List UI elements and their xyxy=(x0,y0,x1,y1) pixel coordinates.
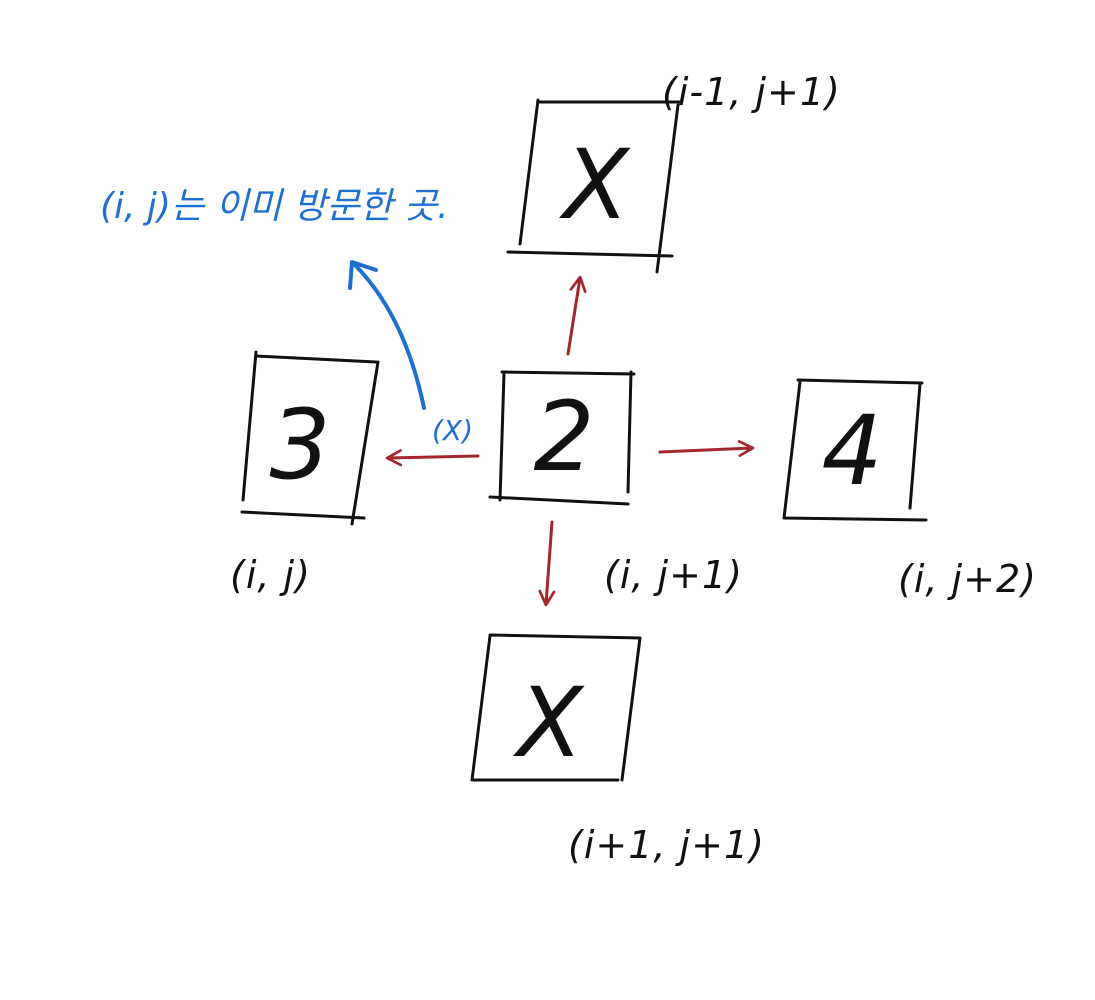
visited-note: (i, j)는 이미 방문한 곳. xyxy=(100,186,449,227)
arrow-up xyxy=(566,275,587,356)
blocked-mark: (X) xyxy=(432,414,473,447)
cell-top-value: X xyxy=(558,129,631,241)
arrow-down xyxy=(538,520,556,607)
cell-left-coord: (i, j) xyxy=(230,553,311,597)
cell-bottom: X (i+1, j+1) xyxy=(470,633,765,867)
visited-annotation: (i, j)는 이미 방문한 곳. (X) xyxy=(100,186,473,447)
cell-left: 3 (i, j) xyxy=(230,350,380,597)
visited-curve-arrow xyxy=(352,262,426,410)
cell-right-value: 4 xyxy=(821,395,882,507)
cell-right: 4 (i, j+2) xyxy=(782,378,1037,601)
cell-left-box xyxy=(240,350,380,526)
arrow-right xyxy=(658,440,755,458)
cell-top-box xyxy=(506,98,682,274)
cell-center-value: 2 xyxy=(533,381,594,493)
cell-left-value: 3 xyxy=(269,389,330,501)
cell-center-coord: (i, j+1) xyxy=(604,553,743,597)
cell-right-box xyxy=(782,378,928,522)
move-arrows xyxy=(385,275,755,607)
cell-top: X (i-1, j+1) xyxy=(506,70,841,274)
cell-bottom-box xyxy=(470,633,642,782)
cell-bottom-value: X xyxy=(512,667,585,779)
cell-center-box xyxy=(488,370,636,506)
cell-bottom-coord: (i+1, j+1) xyxy=(568,823,765,867)
arrow-left xyxy=(385,449,480,467)
cell-right-coord: (i, j+2) xyxy=(898,557,1037,601)
cell-center: 2 (i, j+1) xyxy=(488,370,743,597)
cell-top-coord: (i-1, j+1) xyxy=(662,70,841,114)
visited-arrowhead xyxy=(348,260,378,290)
